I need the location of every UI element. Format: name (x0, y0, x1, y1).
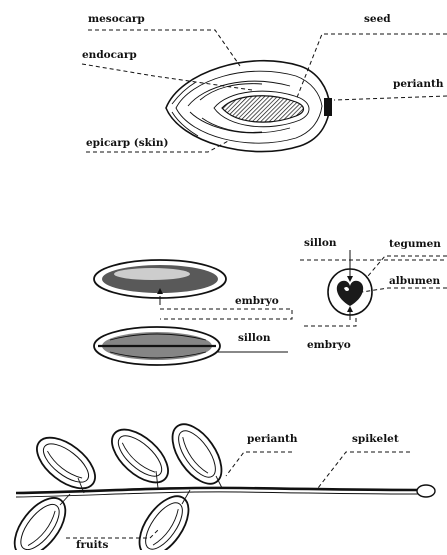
label-albumen: albumen (389, 275, 441, 287)
leader-seed (296, 34, 447, 100)
seed-views-figure: sillon tegumen albumen embryo sillon emb… (94, 237, 447, 365)
leader-albumen (362, 288, 447, 292)
leader-embryo-right (304, 318, 356, 326)
label-seed: seed (364, 13, 391, 25)
label-sillon-top: sillon (304, 237, 337, 249)
label-mesocarp: mesocarp (88, 13, 145, 25)
fruit-5 (130, 488, 198, 550)
label-fruits: fruits (76, 539, 109, 550)
label-embryo-right: embryo (307, 339, 351, 351)
leader-perianth-top (334, 96, 447, 100)
spikelet-tip (417, 485, 435, 497)
label-epicarp: epicarp (skin) (86, 137, 168, 149)
fruit-4 (5, 489, 75, 550)
fruit-3 (163, 416, 231, 492)
label-perianth-top: perianth (393, 78, 444, 90)
label-tegument: tegumen (389, 238, 441, 250)
label-spikelet: spikelet (352, 433, 399, 445)
seed-shape (222, 96, 304, 122)
leader-perianth-bottom (226, 452, 292, 476)
leader-embryo-left (160, 309, 292, 319)
label-embryo-left: embryo (235, 295, 279, 307)
label-perianth-bottom: perianth (247, 433, 298, 445)
fruit-section-figure: mesocarp seed endocarp perianth epicarp … (82, 13, 447, 152)
perianth-cap (324, 98, 332, 116)
fruit-2 (103, 420, 178, 492)
leader-tegument (368, 256, 447, 276)
label-endocarp: endocarp (82, 49, 137, 61)
fruit-1 (28, 428, 104, 498)
spikelet-figure: perianth spikelet fruits (5, 416, 435, 550)
label-sillon-left: sillon (238, 332, 271, 344)
leader-spikelet (318, 452, 410, 488)
